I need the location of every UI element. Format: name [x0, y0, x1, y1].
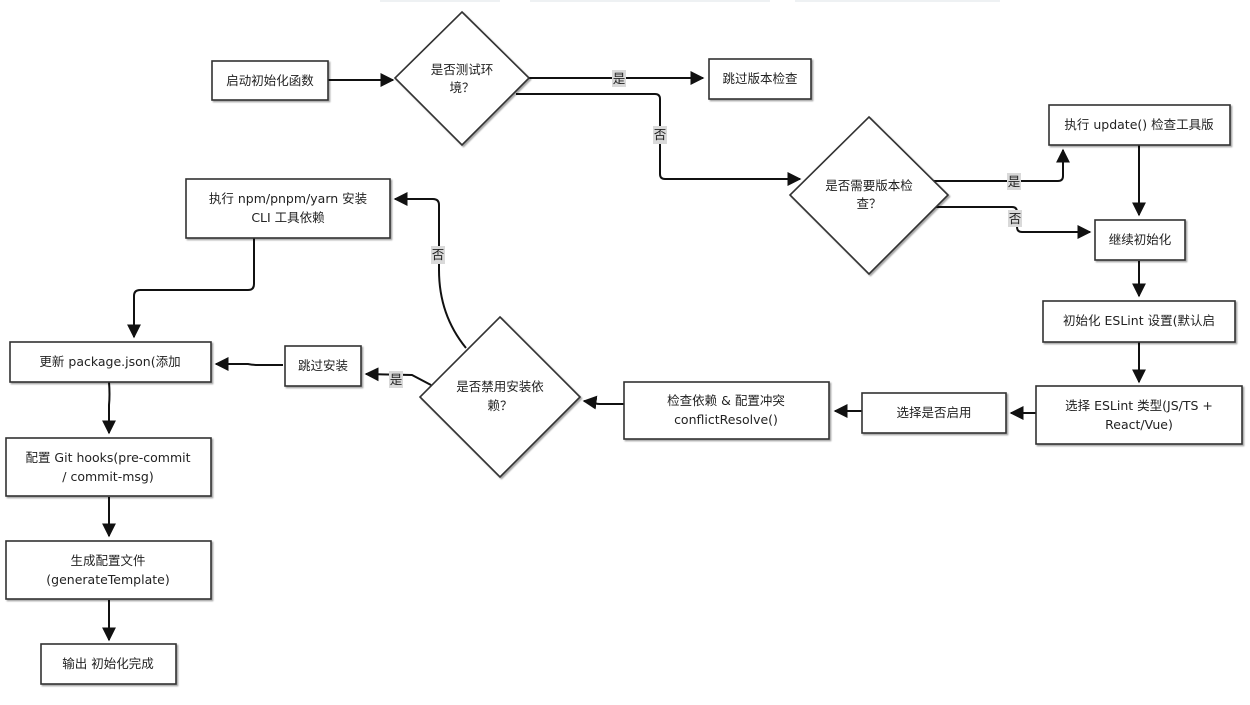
- svg-text:(generateTemplate): (generateTemplate): [46, 572, 169, 587]
- svg-text:输出 初始化完成: 输出 初始化完成: [62, 656, 153, 671]
- node-init-eslint: 初始化 ESLint 设置(默认启: [1042, 300, 1236, 343]
- svg-text:继续初始化: 继续初始化: [1109, 232, 1172, 247]
- svg-text:更新 package.json(添加: 更新 package.json(添加: [39, 354, 180, 369]
- node-git-hooks: 配置 Git hooks(pre-commit / commit-msg): [5, 437, 212, 497]
- node-generate-config: 生成配置文件 (generateTemplate): [5, 540, 212, 600]
- svg-text:CLI 工具依赖: CLI 工具依赖: [251, 210, 325, 225]
- edge-labels: 是 否 是 否 是 否: [389, 70, 1022, 388]
- svg-text:选择 ESLint 类型(JS/TS +: 选择 ESLint 类型(JS/TS +: [1065, 398, 1213, 413]
- svg-text:跳过版本检查: 跳过版本检查: [722, 71, 798, 86]
- svg-text:跳过安装: 跳过安装: [298, 358, 348, 373]
- edge-label-need-version-no: 否: [1008, 210, 1022, 227]
- svg-text:是否禁用安装依: 是否禁用安装依: [456, 379, 544, 394]
- node-select-enable: 选择是否启用: [861, 392, 1007, 434]
- node-run-install: 执行 npm/pnpm/yarn 安装 CLI 工具依赖: [185, 178, 391, 239]
- edge-run-install-to-update-pkg: [127, 238, 255, 339]
- edge-update-pkg-to-git-hooks: [102, 381, 116, 435]
- node-skip-install: 跳过安装: [284, 345, 362, 387]
- decision-is-test-env: 是否测试环 境？: [393, 10, 531, 147]
- edge-check-deps-to-disable-install: [582, 395, 624, 410]
- svg-text:执行 npm/pnpm/yarn 安装: 执行 npm/pnpm/yarn 安装: [209, 191, 367, 206]
- edge-label-disable-install-yes: 是: [389, 371, 403, 388]
- node-check-deps: 检查依赖 & 配置冲突 conflictResolve(): [623, 381, 830, 440]
- edge-label-disable-install-no: 否: [431, 246, 445, 264]
- edges: [102, 71, 1146, 642]
- decision-need-version-check: 是否需要版本检 查？: [788, 115, 950, 276]
- node-continue-init: 继续初始化: [1094, 219, 1186, 261]
- svg-text:查？: 查？: [856, 196, 881, 211]
- decision-disable-install: 是否禁用安装依 赖？: [418, 315, 582, 479]
- svg-text:检查依赖 & 配置冲突: 检查依赖 & 配置冲突: [667, 393, 785, 408]
- svg-text:是否需要版本检: 是否需要版本检: [825, 178, 913, 193]
- svg-text:是否测试环: 是否测试环: [431, 62, 494, 77]
- edge-disable-install-yes: [364, 367, 432, 386]
- edge-label-need-version-yes: 是: [1007, 173, 1021, 190]
- svg-text:配置 Git hooks(pre-commit: 配置 Git hooks(pre-commit: [25, 450, 190, 465]
- node-run-update: 执行 update() 检查工具版: [1048, 104, 1231, 146]
- svg-text:执行 update() 检查工具版: 执行 update() 检查工具版: [1064, 117, 1214, 132]
- svg-text:否: 否: [432, 247, 445, 262]
- svg-text:境？: 境？: [449, 80, 474, 95]
- edge-disable-install-no: [393, 192, 467, 349]
- node-output-done: 输出 初始化完成: [40, 643, 177, 685]
- node-start: 启动初始化函数: [211, 60, 329, 101]
- svg-text:React/Vue): React/Vue): [1105, 417, 1173, 432]
- svg-text:是: 是: [613, 71, 626, 86]
- svg-text:赖？: 赖？: [487, 398, 512, 413]
- svg-text:是: 是: [1008, 174, 1021, 189]
- svg-text:初始化 ESLint 设置(默认启: 初始化 ESLint 设置(默认启: [1063, 313, 1215, 328]
- svg-text:否: 否: [654, 127, 667, 142]
- node-skip-version-check: 跳过版本检查: [708, 58, 812, 100]
- node-select-eslint-type: 选择 ESLint 类型(JS/TS + React/Vue): [1035, 385, 1243, 445]
- edge-label-is-test-no: 否: [653, 126, 667, 144]
- top-edge-fragments: [380, 0, 1000, 2]
- svg-text:生成配置文件: 生成配置文件: [70, 553, 145, 568]
- svg-text:选择是否启用: 选择是否启用: [896, 405, 971, 420]
- svg-text:conflictResolve(): conflictResolve(): [674, 412, 778, 427]
- edge-skip-install-to-update-pkg: [214, 357, 283, 371]
- edge-label-is-test-yes: 是: [612, 70, 626, 87]
- node-update-package-json: 更新 package.json(添加: [9, 341, 212, 383]
- svg-text:启动初始化函数: 启动初始化函数: [226, 73, 314, 88]
- svg-text:否: 否: [1009, 211, 1022, 226]
- svg-text:是: 是: [390, 372, 403, 387]
- edge-need-version-yes: [930, 148, 1070, 182]
- svg-text:/ commit-msg): / commit-msg): [62, 469, 153, 484]
